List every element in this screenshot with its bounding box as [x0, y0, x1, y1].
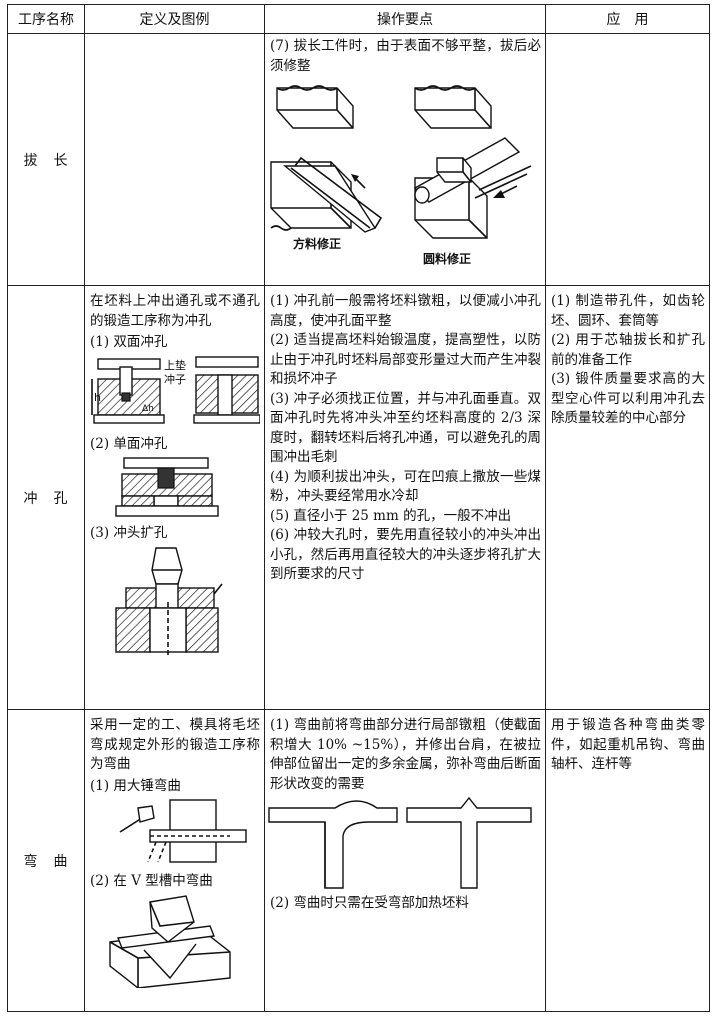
- delta-height-label: Δh: [142, 404, 154, 414]
- operation-point-4: (4) 为顺利拔出冲头，可在凹痕上撒放一些煤粉，冲头要经常用水冷却: [270, 468, 541, 505]
- header-process-name: 工序名称: [7, 4, 85, 34]
- definition-text: 在坯料上冲出通孔或不通孔的锻造工序称为冲孔: [90, 293, 260, 329]
- header-application: 应 用: [545, 4, 710, 34]
- sub-item-punch-expand: (3) 冲头扩孔: [90, 525, 168, 541]
- application-cell: 用于锻造各种弯曲类零件，如起重机吊钩、弯曲轴杆、连杆等: [545, 709, 710, 1012]
- application-item-3: (3) 锻件质量要求高的大型空心件可以利用冲孔去除质量较差的中心部分: [551, 371, 705, 426]
- operation-point-5: (5) 直径小于 25 mm 的孔，一般不冲出: [270, 507, 512, 524]
- caption-round-bar: 圆料修正: [423, 251, 471, 266]
- header-operation-points: 操作要点: [264, 4, 546, 34]
- v-groove-bending-figure: [109, 894, 231, 988]
- operation-point-6: (6) 冲较大孔时，要先用直径较小的冲头冲出小孔，然后再用直径较大的冲头逐步将孔…: [270, 527, 541, 582]
- upsetting-before-bend-figure: [268, 796, 532, 889]
- operation-point-7: (7) 拔长工件时，由于表面不够平整，拔后必须修整: [270, 38, 541, 74]
- process-name-cell: 冲 孔: [7, 285, 85, 710]
- punch-expanding-figure: [115, 546, 223, 658]
- operation-point-1: (1) 弯曲前将弯曲部分进行局部镦粗（使截面积增大 10% ~15%），并修出台…: [270, 717, 541, 792]
- application-item-2: (2) 用于芯轴拔长和扩孔前的准备工作: [551, 332, 705, 368]
- trimming-illustration: 方料修正 圆料修正: [270, 85, 532, 266]
- single-sided-punching-figure: [115, 457, 219, 517]
- operation-point-2: (2) 适当提高坯料始锻温度，提高塑性，以防止由于冲孔时坯料局部变形量过大而产生…: [270, 332, 541, 387]
- sub-item-sledge-bend: (1) 用大锤弯曲: [90, 777, 181, 794]
- operation-point-3: (3) 冲子必须找正位置，并与冲孔面垂直。双面冲孔时先将冲头冲至约坯料高度的 2…: [270, 390, 541, 466]
- application-item-1: 用于锻造各种弯曲类零件，如起重机吊钩、弯曲轴杆、连杆等: [551, 717, 705, 772]
- double-sided-punching-figure: h Δh 上垫 冲子: [91, 355, 260, 424]
- sub-item-v-groove-bend: (2) 在 V 型槽中弯曲: [90, 873, 213, 889]
- caption-square-bar: 方料修正: [293, 236, 341, 251]
- application-cell: (1) 制造带孔件，如齿轮坯、圆环、套筒等 (2) 用于芯轴拔长和扩孔前的准备工…: [545, 285, 710, 710]
- sledge-bending-figure: [119, 799, 247, 863]
- table-row-drawing-out: 拔 长 (7) 拔长工件时，由于表面不够平整，拔后必须修整: [7, 33, 710, 286]
- punch-label: 冲子: [164, 372, 186, 386]
- top-pad-label: 上垫: [164, 358, 186, 372]
- forging-process-table: 工序名称 定义及图例 操作要点 应 用 拔 长 (7) 拔长工件时，由于表面不够…: [7, 4, 710, 1012]
- definition-cell: [84, 33, 265, 286]
- operation-point-1: (1) 冲孔前一般需将坯料镦粗，以便减小冲孔高度，使冲孔面平整: [270, 293, 541, 329]
- definition-cell: 在坯料上冲出通孔或不通孔的锻造工序称为冲孔 (1) 双面冲孔 h Δh: [84, 285, 265, 710]
- process-name-cell: 弯 曲: [7, 709, 85, 1012]
- sub-item-single-punch: (2) 单面冲孔: [90, 435, 168, 452]
- sub-item-double-punch: (1) 双面冲孔: [90, 334, 168, 350]
- header-row: 工序名称 定义及图例 操作要点 应 用: [7, 4, 710, 34]
- definition-cell: 采用一定的工、模具将毛坯弯成规定外形的锻造工序称为弯曲 (1) 用大锤弯曲 (2…: [84, 709, 265, 1012]
- operation-cell: (1) 弯曲前将弯曲部分进行局部镦粗（使截面积增大 10% ~15%），并修出台…: [264, 709, 546, 1012]
- header-definition: 定义及图例: [84, 4, 265, 34]
- operation-point-2: (2) 弯曲时只需在受弯部加热坯料: [270, 895, 469, 911]
- table-row-bending: 弯 曲 采用一定的工、模具将毛坯弯成规定外形的锻造工序称为弯曲 (1) 用大锤弯…: [7, 709, 710, 1012]
- height-label: h: [94, 391, 101, 404]
- operation-cell: (7) 拔长工件时，由于表面不够平整，拔后必须修整: [264, 33, 546, 286]
- table-row-punching: 冲 孔 在坯料上冲出通孔或不通孔的锻造工序称为冲孔 (1) 双面冲孔 h: [7, 285, 710, 710]
- operation-cell: (1) 冲孔前一般需将坯料镦粗，以便减小冲孔高度，使冲孔面平整 (2) 适当提高…: [264, 285, 546, 710]
- definition-text: 采用一定的工、模具将毛坯弯成规定外形的锻造工序称为弯曲: [90, 717, 260, 772]
- process-name-cell: 拔 长: [7, 33, 85, 286]
- application-item-1: (1) 制造带孔件，如齿轮坯、圆环、套筒等: [551, 293, 705, 329]
- application-cell: [545, 33, 710, 286]
